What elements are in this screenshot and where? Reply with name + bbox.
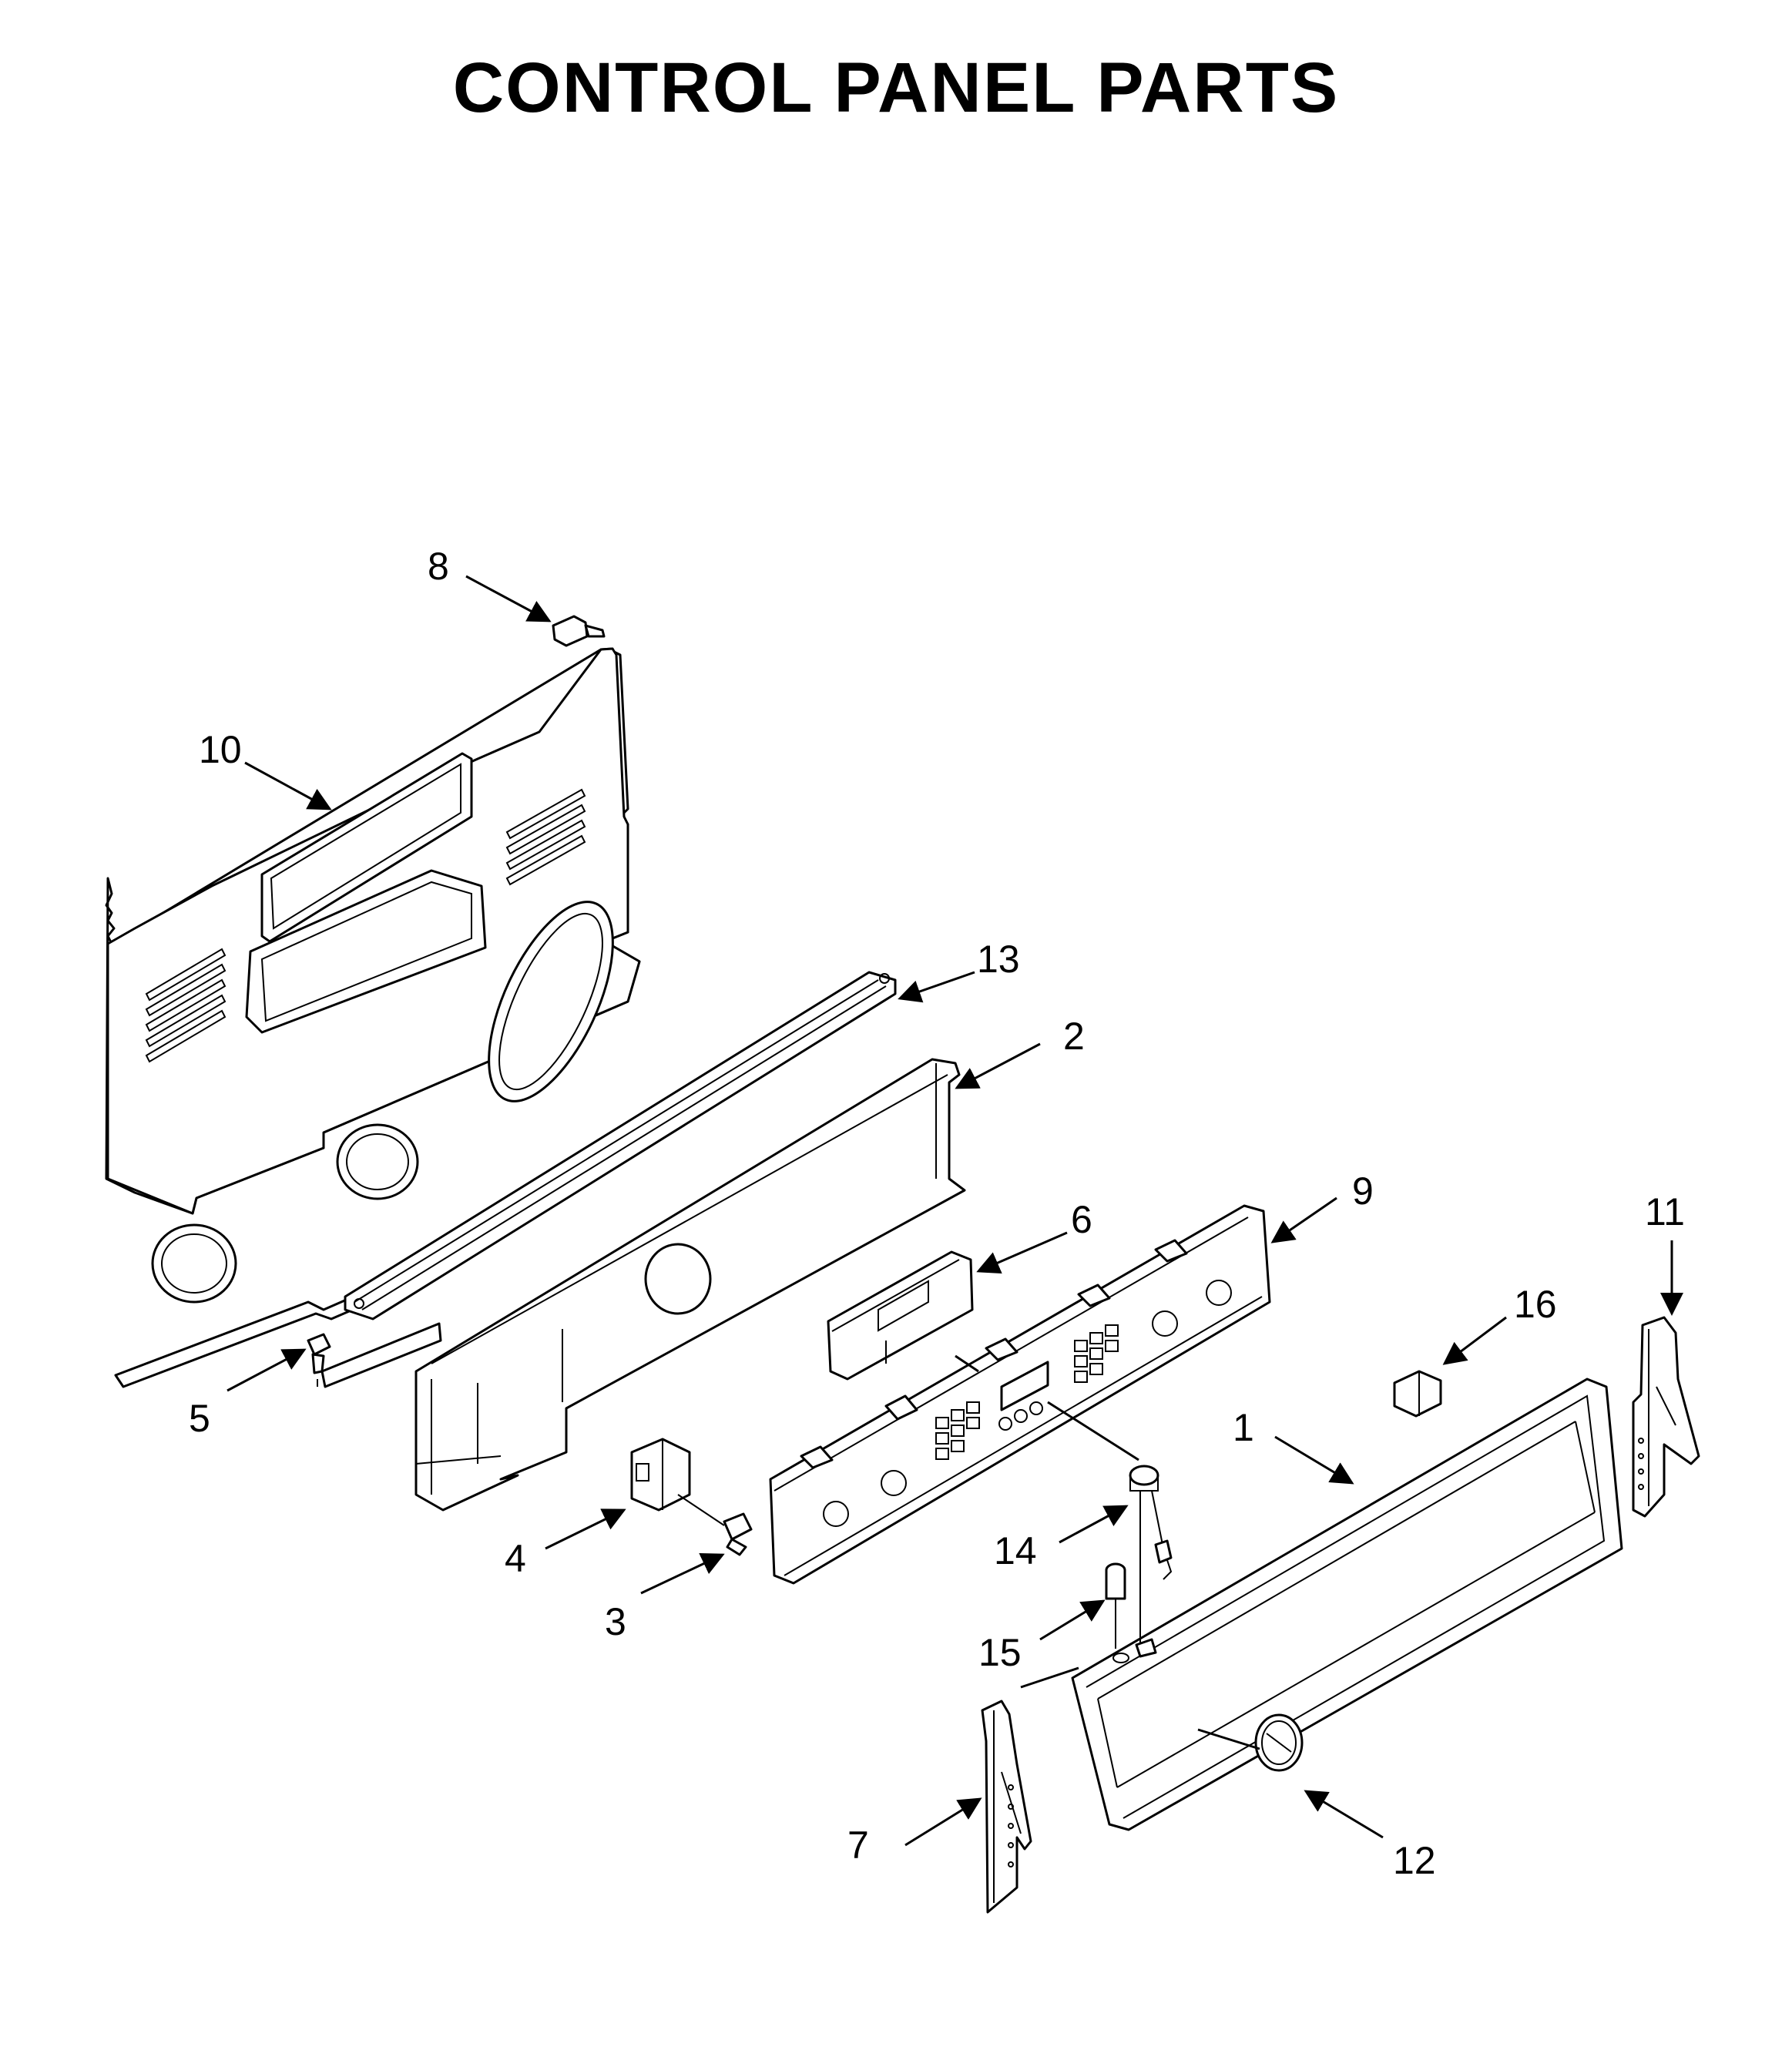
callout-1: 1	[1233, 1406, 1254, 1449]
callout-8: 8	[428, 545, 449, 588]
callout-9: 9	[1352, 1169, 1374, 1213]
leader-arrows	[227, 575, 1683, 1847]
part-2-back-bracket[interactable]	[414, 1058, 966, 1512]
callout-6: 6	[1071, 1198, 1092, 1241]
part-9-control-panel[interactable]	[769, 1204, 1271, 1585]
part-13-mounting-strip[interactable]	[344, 971, 897, 1320]
part-14-sensor[interactable]	[1129, 1465, 1173, 1658]
callout-16: 16	[1514, 1283, 1557, 1326]
callout-2: 2	[1063, 1015, 1085, 1058]
part-3-screw[interactable]	[723, 1512, 753, 1556]
part-7-left-bracket[interactable]	[981, 1700, 1032, 1914]
callout-15: 15	[978, 1631, 1022, 1674]
part-8-screw[interactable]	[552, 615, 606, 647]
part-13-lower-rail	[320, 1322, 442, 1388]
callout-5: 5	[189, 1397, 210, 1440]
part-15-light[interactable]	[1105, 1562, 1129, 1663]
part-10-rear-panel[interactable]	[105, 647, 641, 1388]
part-11-right-bracket[interactable]	[1632, 1316, 1700, 1518]
callout-14: 14	[994, 1529, 1037, 1572]
callout-7: 7	[847, 1824, 869, 1867]
explosion-guide-lines	[955, 1354, 1260, 1750]
callout-4: 4	[505, 1537, 526, 1580]
callout-3: 3	[605, 1600, 626, 1643]
callout-12: 12	[1393, 1839, 1436, 1882]
part-1-control-trim[interactable]	[1071, 1378, 1623, 1831]
part-4-switch[interactable]	[630, 1438, 725, 1526]
part-16-clip[interactable]	[1393, 1370, 1442, 1418]
part-6-control-board[interactable]	[827, 1250, 974, 1381]
callout-numbers: 8 10 13 2 6 9 11 16 1 5 4 3 14 15 7 12	[189, 545, 1685, 1882]
callout-10: 10	[199, 728, 242, 771]
page-title: CONTROL PANEL PARTS	[452, 49, 1340, 127]
part-12-knob[interactable]	[1254, 1713, 1304, 1772]
part-5-screw[interactable]	[307, 1333, 331, 1387]
callout-13: 13	[977, 938, 1020, 981]
callout-11: 11	[1645, 1190, 1685, 1233]
